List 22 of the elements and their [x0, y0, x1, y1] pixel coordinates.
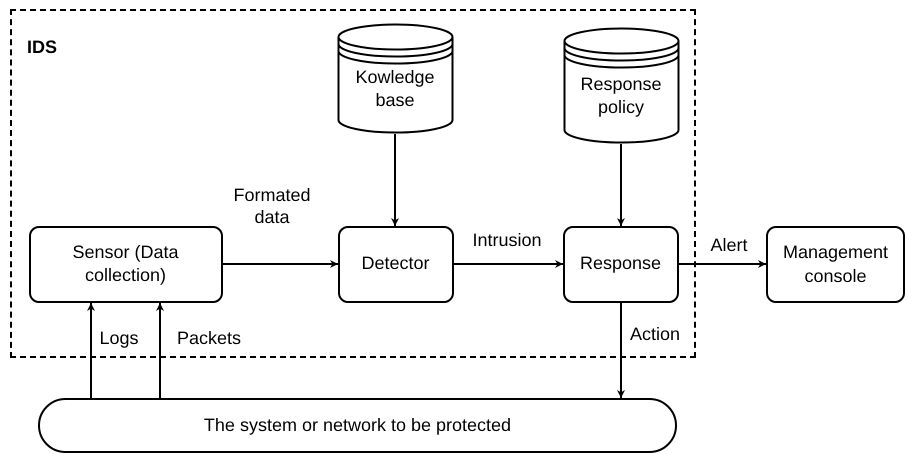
process-box — [338, 226, 454, 302]
arrow — [679, 260, 766, 268]
node-label: Detector — [361, 252, 430, 276]
process-box — [28, 226, 222, 302]
arrow — [454, 260, 563, 268]
node-label: Kowledge base — [354, 66, 436, 112]
arrow — [617, 303, 625, 398]
node-label: The system or network to be protected — [204, 414, 512, 437]
process-box — [562, 226, 678, 302]
node-label: Management console — [782, 241, 890, 288]
process-box — [766, 226, 905, 303]
arrow — [223, 260, 338, 268]
group-title: IDS — [27, 36, 58, 59]
node-label: Response policy — [579, 72, 663, 119]
arrow — [617, 144, 625, 226]
system-band — [38, 398, 677, 453]
dashed-boundary — [10, 9, 696, 358]
arrow — [391, 134, 399, 226]
arrow — [156, 303, 164, 398]
arrow — [87, 303, 95, 398]
node-label: Response — [580, 252, 662, 276]
node-label: Sensor (Data collection) — [71, 240, 180, 287]
